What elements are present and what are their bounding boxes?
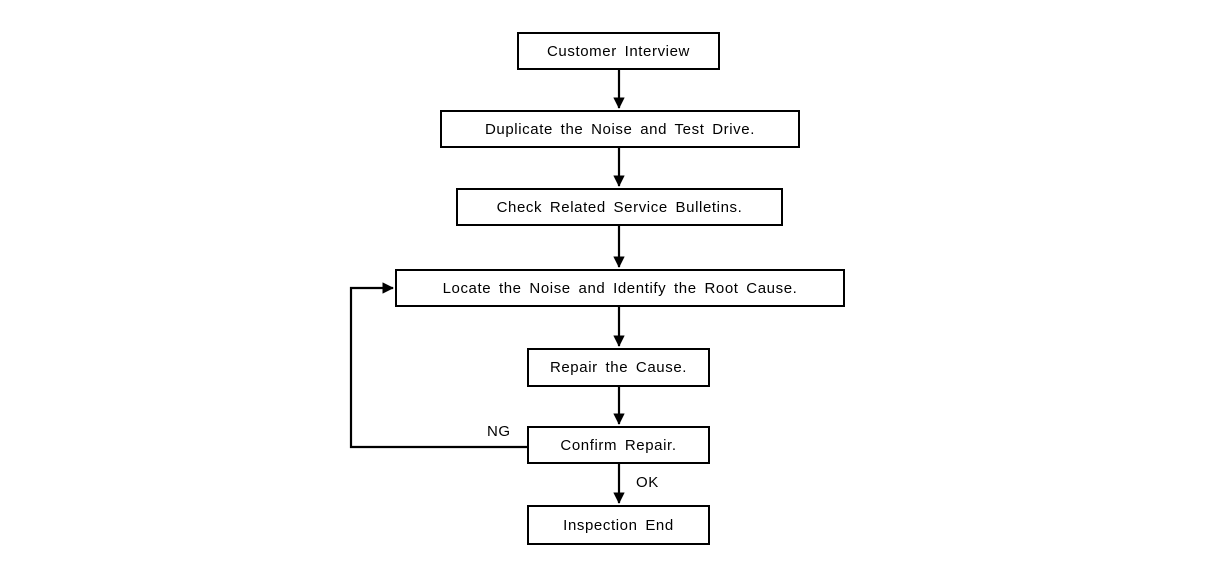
node-label-confirm-repair: Confirm Repair.: [560, 436, 677, 454]
node-inspection-end[interactable]: Inspection End: [527, 505, 710, 545]
node-customer-interview[interactable]: Customer Interview: [517, 32, 720, 70]
edge-label-ok: OK: [636, 474, 659, 491]
node-repair-cause[interactable]: Repair the Cause.: [527, 348, 710, 387]
node-locate-noise[interactable]: Locate the Noise and Identify the Root C…: [395, 269, 845, 307]
node-duplicate-noise[interactable]: Duplicate the Noise and Test Drive.: [440, 110, 800, 148]
node-label-check-bulletins: Check Related Service Bulletins.: [496, 198, 743, 216]
node-label-customer-interview: Customer Interview: [546, 42, 690, 60]
node-label-locate-noise: Locate the Noise and Identify the Root C…: [442, 279, 798, 297]
edge-label-ng: NG: [487, 423, 511, 440]
node-check-bulletins[interactable]: Check Related Service Bulletins.: [456, 188, 783, 226]
node-confirm-repair[interactable]: Confirm Repair.: [527, 426, 710, 464]
node-label-inspection-end: Inspection End: [563, 516, 674, 534]
node-label-repair-cause: Repair the Cause.: [549, 359, 688, 376]
node-label-duplicate-noise: Duplicate the Noise and Test Drive.: [484, 120, 755, 138]
